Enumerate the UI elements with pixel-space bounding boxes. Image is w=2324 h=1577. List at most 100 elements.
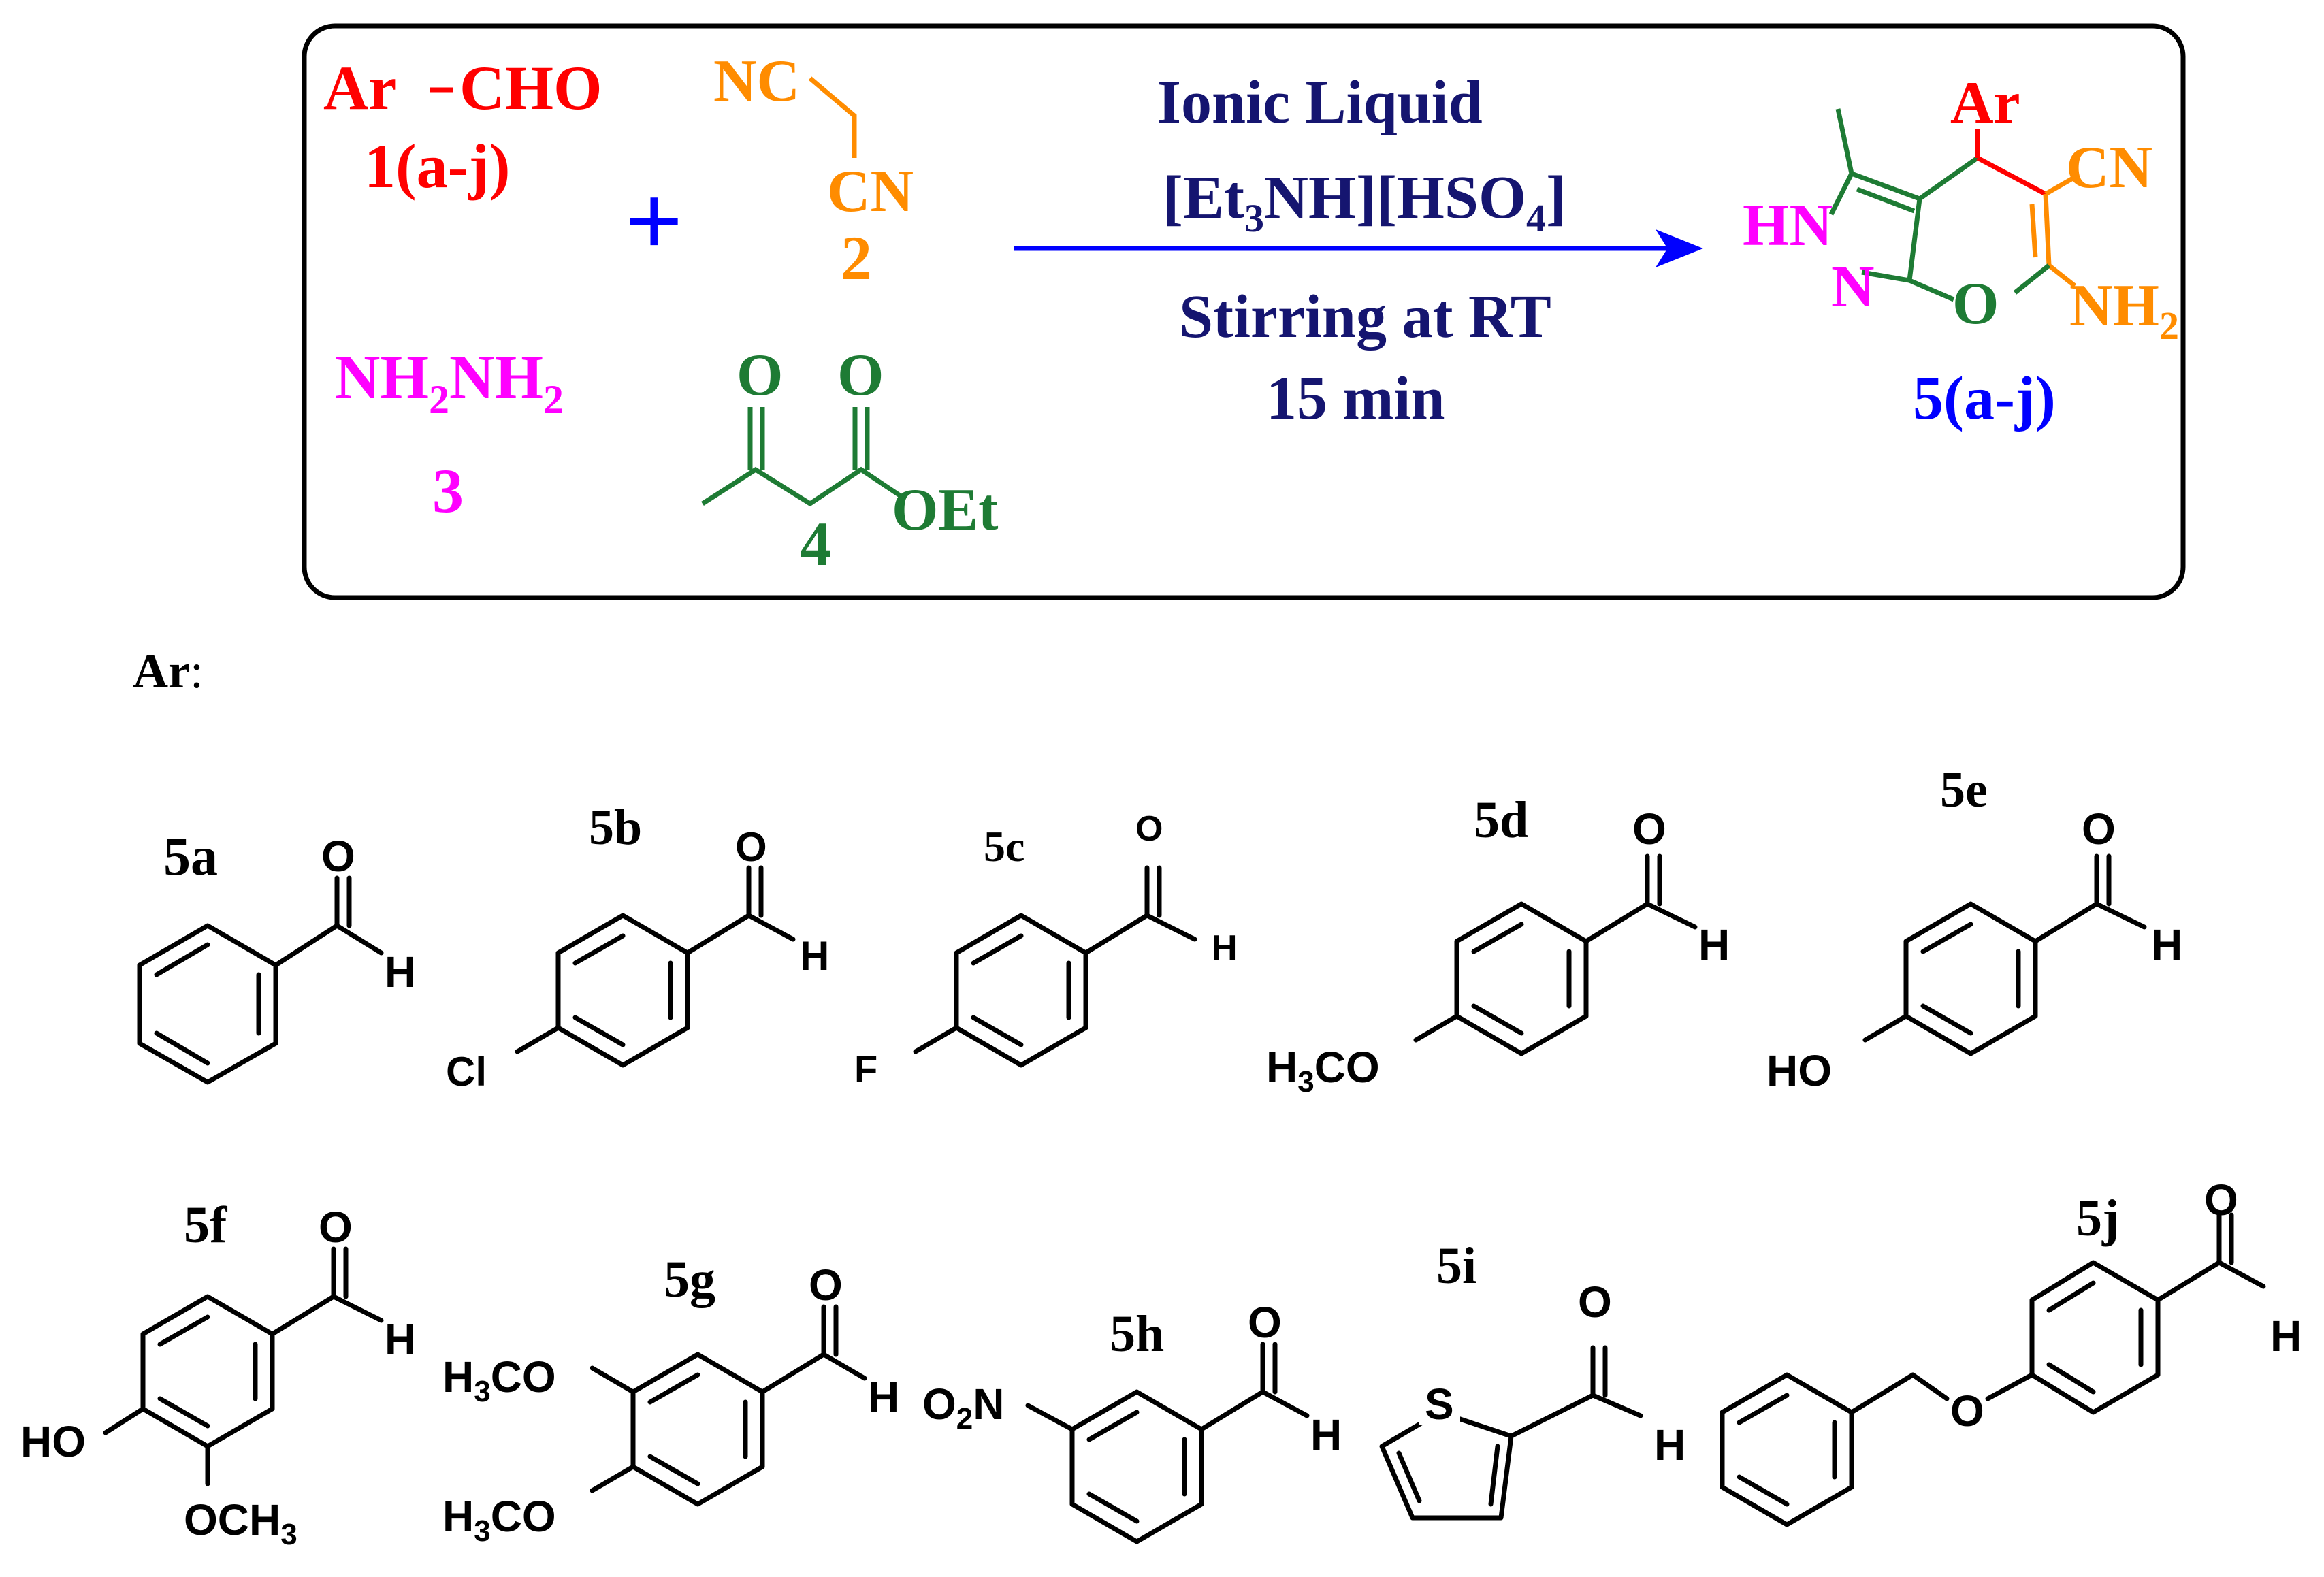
eaa-o2: O (837, 342, 884, 408)
condition-catalyst: [Et3NH][HSO4] (1163, 164, 1566, 240)
condition-time: 15 min (1266, 365, 1445, 432)
benzyl-o-bond (1910, 1372, 1950, 1401)
eaa-label: 4 (800, 509, 831, 579)
compound-5h: 5h O H O2N (922, 1298, 1342, 1544)
plus-sign: + (625, 165, 683, 278)
atom-o: O (809, 1261, 843, 1310)
compound-5f: 5f O H HO OCH3 (20, 1197, 416, 1551)
compound-5c: 5c O H F (854, 809, 1238, 1090)
atom-h: H (2270, 1312, 2302, 1361)
atom-o: O (2082, 804, 2116, 853)
atom-o: O (1248, 1298, 1282, 1347)
aldehyde-h-bond (331, 1294, 384, 1323)
aromatic-inner-bonds (2046, 1280, 2096, 1313)
aldehyde-h-bond (1260, 1389, 1310, 1418)
atom-h: H (385, 1315, 416, 1364)
aromatic-inner-bonds (1920, 922, 1973, 954)
product-c4-c5 (1976, 155, 2047, 197)
malononitrile-label: 2 (841, 223, 872, 293)
aromatic-inner-bonds (1471, 922, 1524, 954)
product-nh2: NH2 (2069, 273, 2179, 348)
product-hn: HN (1743, 193, 1833, 259)
malononitrile-cn: CN (827, 159, 914, 225)
product-c6-o (2013, 263, 2051, 295)
compound-label: 5a (163, 827, 218, 887)
compound-5a: 5a O H (137, 827, 416, 1085)
atom-o: O (2204, 1175, 2238, 1224)
substituent-bond (590, 1464, 636, 1493)
aromatic-inner-bonds (1488, 1444, 1500, 1507)
aromatic-inner-bonds (1737, 1393, 1790, 1425)
product-n: N (1831, 254, 1875, 320)
atom-ether-o: O (1950, 1386, 1984, 1435)
product-c3-n2 (1828, 172, 1854, 216)
product-c3a-c4 (1918, 156, 1980, 201)
atom-h: H (2151, 920, 2182, 969)
substituent-bond (913, 1025, 959, 1054)
atom-s: S (1425, 1380, 1454, 1429)
atom-o: O (735, 824, 767, 870)
aldehyde-h-bond (2094, 901, 2147, 930)
substituent-bond (515, 1025, 561, 1054)
atom-h: H (1654, 1420, 1685, 1469)
product-c5-c6-double (2029, 204, 2038, 258)
sulfur-backdrop (1419, 1378, 1460, 1425)
condition-ionic-liquid: Ionic Liquid (1157, 69, 1483, 136)
substituent-bond (1413, 1013, 1459, 1043)
compound-label: 5f (184, 1197, 228, 1254)
aldehyde-c-bond (1583, 901, 1650, 944)
compound-label: 5b (589, 800, 642, 856)
atom-h: H (868, 1373, 899, 1422)
hydrazine-formula: NH2NH2 (335, 342, 564, 422)
reactant-malononitrile: NC CN 2 (713, 48, 914, 293)
compound-label: 5e (1940, 762, 1988, 818)
compound-5b: 5b O H Cl (446, 800, 829, 1094)
atom-o: O (1135, 809, 1163, 849)
nitro-group: O2N (922, 1380, 1004, 1435)
aromatic-inner-bonds (2046, 1362, 2096, 1395)
aromatic-inner-bonds (1086, 1491, 1140, 1524)
atom-f: F (854, 1047, 877, 1090)
substituent-bond (1025, 1403, 1075, 1432)
thiophene-ring (1379, 1410, 1514, 1521)
compound-label: 5d (1474, 792, 1528, 849)
aldehyde-label: 1(a-j) (364, 131, 511, 201)
atom-h: H (1212, 928, 1238, 968)
eaa-o1: O (737, 342, 783, 408)
aromatic-inner-bonds (1086, 1410, 1140, 1442)
aldehyde-c-bond (760, 1352, 826, 1395)
atom-ho: HO (1766, 1046, 1832, 1095)
hydrazine-label: 3 (432, 456, 464, 525)
aromatic-inner-bonds (157, 1314, 210, 1347)
atom-o: O (321, 832, 355, 881)
compound-label: 5j (2076, 1190, 2119, 1247)
product-c3-c3a (1850, 171, 1921, 201)
reactant-hydrazine: NH2NH2 3 (335, 342, 564, 525)
substituent-bond (103, 1406, 146, 1435)
ether-aryl-bond (1985, 1372, 2035, 1401)
product-label: 5(a-j) (1913, 365, 2056, 432)
compound-5d: 5d O H H3CO (1266, 792, 1730, 1099)
atom-h: H (800, 933, 829, 979)
aldehyde-h-bond (746, 913, 796, 942)
atom-o: O (319, 1203, 353, 1252)
eaa-chain (701, 466, 903, 507)
aldehyde-ar: Ar (323, 53, 396, 123)
aldehyde-c-bond (685, 913, 752, 956)
aromatic-inner-bonds (1737, 1474, 1790, 1507)
benzyl-ch2-bond (1849, 1372, 1916, 1415)
benzene-ring (137, 923, 278, 1085)
aromatic-inner-bonds (154, 942, 210, 977)
atom-h: H (1698, 920, 1730, 969)
substituent-bond (590, 1365, 636, 1395)
product-ar: Ar (1950, 70, 2020, 136)
atom-h: H (1310, 1410, 1342, 1459)
compound-5g: 5g O H H3CO H3CO (442, 1251, 899, 1548)
aldehyde-c-bond (2033, 901, 2099, 944)
product-o: O (1952, 271, 1999, 337)
atom-o: O (1578, 1278, 1612, 1327)
aromatic-inner-bonds (647, 1454, 700, 1486)
aldehyde-c-bond (273, 923, 340, 968)
eaa-oet: OEt (892, 477, 998, 543)
malononitrile-nc: NC (713, 48, 800, 114)
